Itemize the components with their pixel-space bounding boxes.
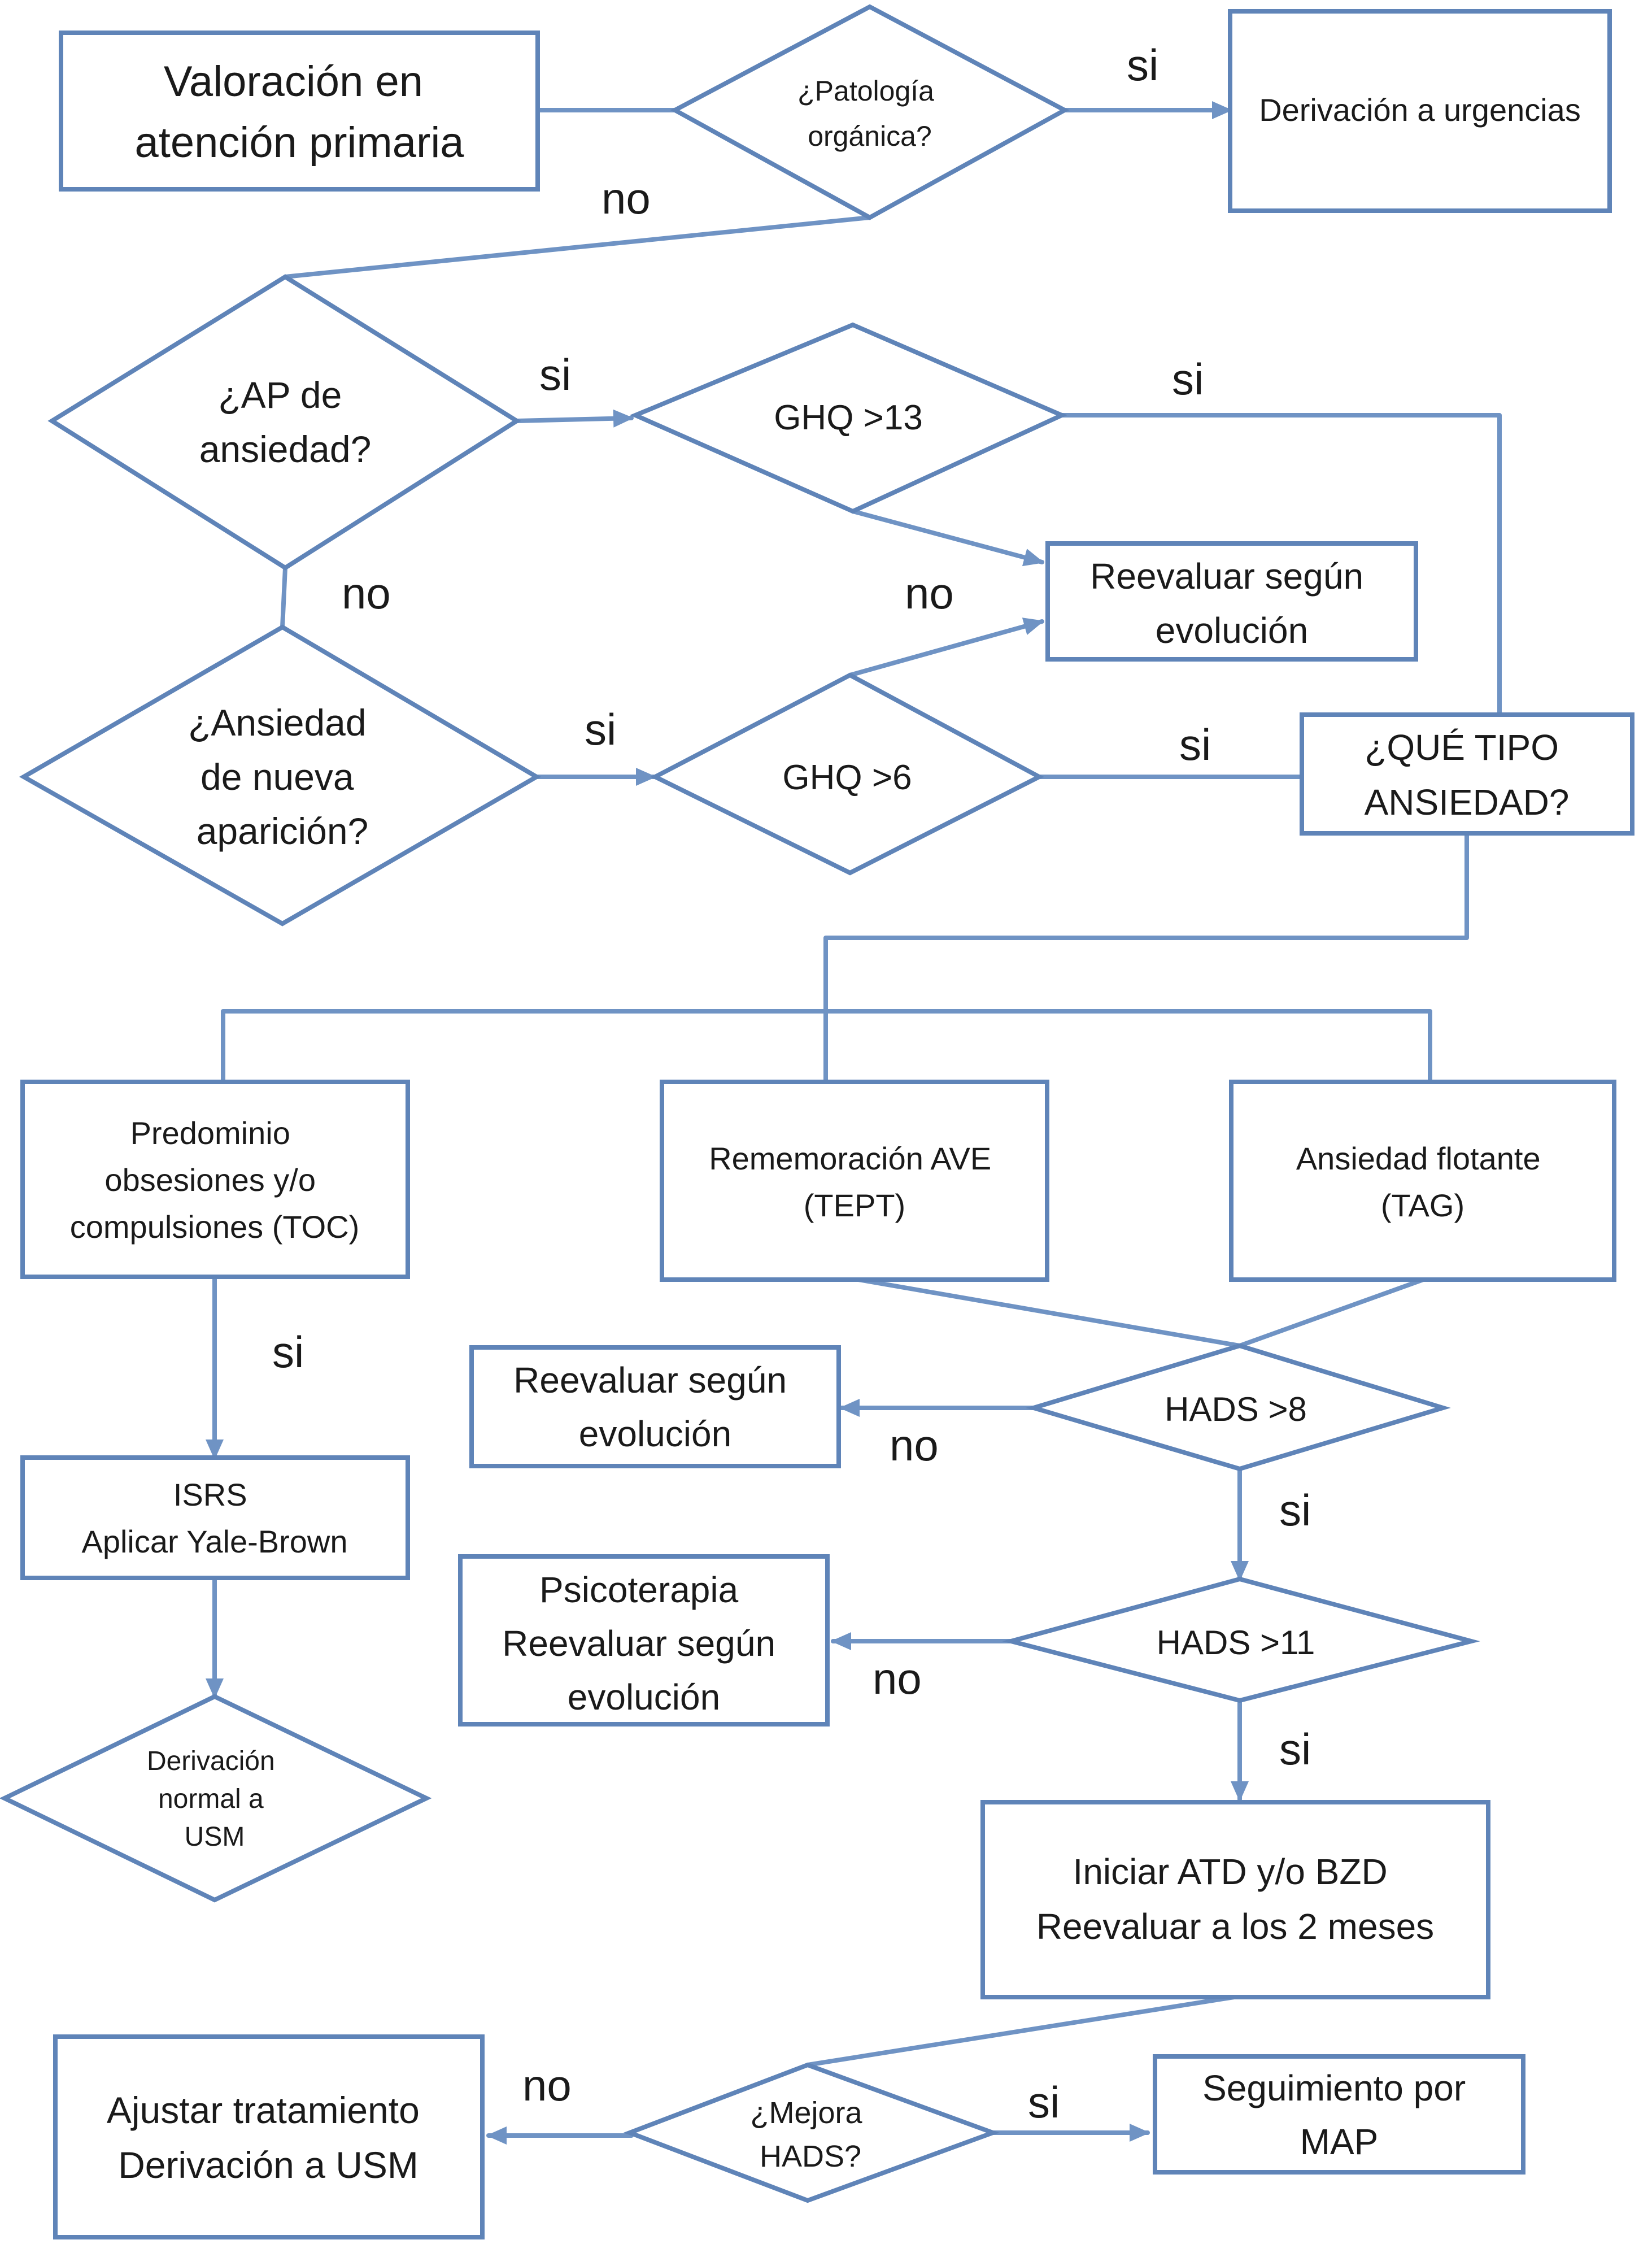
ansiedad-nueva-diamond: [19, 624, 541, 927]
ghq13-diamond: [629, 322, 1067, 514]
ajustar-box: [53, 2034, 485, 2239]
hads11-diamond: [1002, 1576, 1480, 1703]
isrs-label: ISRS Aplicar Yale-Brown: [81, 1477, 347, 1559]
connectors: [206, 101, 1502, 2145]
edge-label-patologia-no: no: [601, 173, 651, 223]
edge-label-ap-no: no: [342, 568, 391, 618]
psicoterapia-box: [458, 1554, 830, 1727]
seguimiento-label: Seguimiento por MAP: [1202, 2068, 1476, 2162]
connector-ap-ansiedad-nueva: [280, 566, 287, 629]
node-labels: Valoración en atención primaria ¿Patolog…: [70, 58, 1581, 2186]
ghq13-label: GHQ >13: [774, 398, 923, 437]
reevaluar-top-box: [1045, 541, 1418, 662]
edge-label-hads11-no: no: [873, 1654, 922, 1703]
psicoterapia-label: Psicoterapia Reevaluar según evolución: [502, 1569, 786, 1717]
edge-label-hads8-si: si: [1279, 1485, 1311, 1535]
edge-label-hads8-no: no: [890, 1420, 939, 1470]
edge-label-patologia-si: si: [1127, 40, 1158, 90]
mejora-label: ¿Mejora HADS?: [750, 2096, 870, 2173]
tept-box: [660, 1080, 1049, 1282]
isrs-box: [20, 1455, 410, 1580]
urgencias-label: Derivación a urgencias: [1259, 92, 1581, 128]
hads8-diamond: [1026, 1343, 1451, 1472]
reevaluar-mid-label: Reevaluar según evolución: [513, 1360, 797, 1454]
que-tipo-label: ¿QUÉ TIPO ANSIEDAD?: [1365, 727, 1570, 823]
iniciar-atd-label: Iniciar ATD y/o BZD Reevaluar a los 2 me…: [1036, 1851, 1434, 1947]
hads8-label: HADS >8: [1165, 1390, 1307, 1428]
valoracion-label: Valoración en atención primaria: [135, 58, 465, 167]
tag-box: [1229, 1080, 1616, 1282]
hads11-label: HADS >11: [1157, 1624, 1315, 1662]
edge-label-hads11-si: si: [1279, 1724, 1311, 1774]
reevaluar-mid-box: [469, 1345, 841, 1468]
ansiedad-nueva-label: ¿Ansiedad de nueva aparición?: [188, 702, 377, 852]
edge-label-nueva-si: si: [585, 704, 616, 754]
ghq6-label: GHQ >6: [782, 758, 912, 797]
connector-ghq6-reevaluar: [848, 617, 1044, 677]
connector-iniciar-mejora: [805, 1995, 1236, 2067]
tept-label: Rememoración AVE (TEPT): [709, 1141, 1000, 1223]
tag-label: Ansiedad flotante (TAG): [1296, 1141, 1549, 1223]
connector-ap-ghq13: [515, 409, 634, 428]
connector-patologia-ap-ansiedad: [283, 215, 872, 279]
patologia-diamond: [670, 4, 1070, 220]
ap-ansiedad-diamond: [47, 274, 521, 571]
edge-labels: si no si si no no si si si no si no si n…: [272, 40, 1311, 2127]
mejora-diamond: [623, 2062, 1000, 2203]
reevaluar-top-label: Reevaluar según evolución: [1090, 556, 1374, 651]
connector-tag-hads8: [1237, 1277, 1426, 1348]
edge-label-mejora-si: si: [1028, 2077, 1060, 2127]
connector-ghq13-que-tipo: [1060, 413, 1502, 717]
ajustar-label: Ajustar tratamiento Derivación a USM: [107, 2089, 430, 2186]
urgencias-box: [1228, 9, 1612, 213]
edge-label-ghq6-si: si: [1179, 720, 1211, 769]
shapes: [0, 4, 1634, 2239]
connector-branch-bar: [221, 1009, 1432, 1084]
connector-que-tipo-branches: [823, 831, 1469, 1084]
derivacion-usm-label: Derivación normal a USM: [147, 1746, 282, 1852]
connector-tept-hads8: [856, 1277, 1242, 1348]
que-tipo-box: [1300, 712, 1634, 836]
connector-ghq13-reevaluar: [851, 509, 1044, 567]
toc-label: Predominio obsesiones y/o compulsiones (…: [70, 1115, 359, 1245]
edge-label-ghq13-no: no: [905, 568, 954, 618]
edge-label-mejora-no: no: [522, 2060, 572, 2110]
toc-box: [20, 1080, 410, 1279]
edge-label-ap-si: si: [539, 350, 571, 399]
edge-label-ghq13-si: si: [1172, 354, 1204, 404]
seguimiento-box: [1153, 2054, 1525, 2175]
ap-ansiedad-label: ¿AP de ansiedad?: [199, 374, 372, 470]
derivacion-usm-diamond: [0, 1694, 432, 1903]
patologia-label: ¿Patología orgánica?: [797, 75, 942, 152]
edge-label-toc-si: si: [272, 1327, 304, 1377]
ghq6-diamond: [650, 672, 1044, 876]
iniciar-atd-box: [980, 1800, 1490, 1999]
valoracion-box: [59, 31, 540, 192]
